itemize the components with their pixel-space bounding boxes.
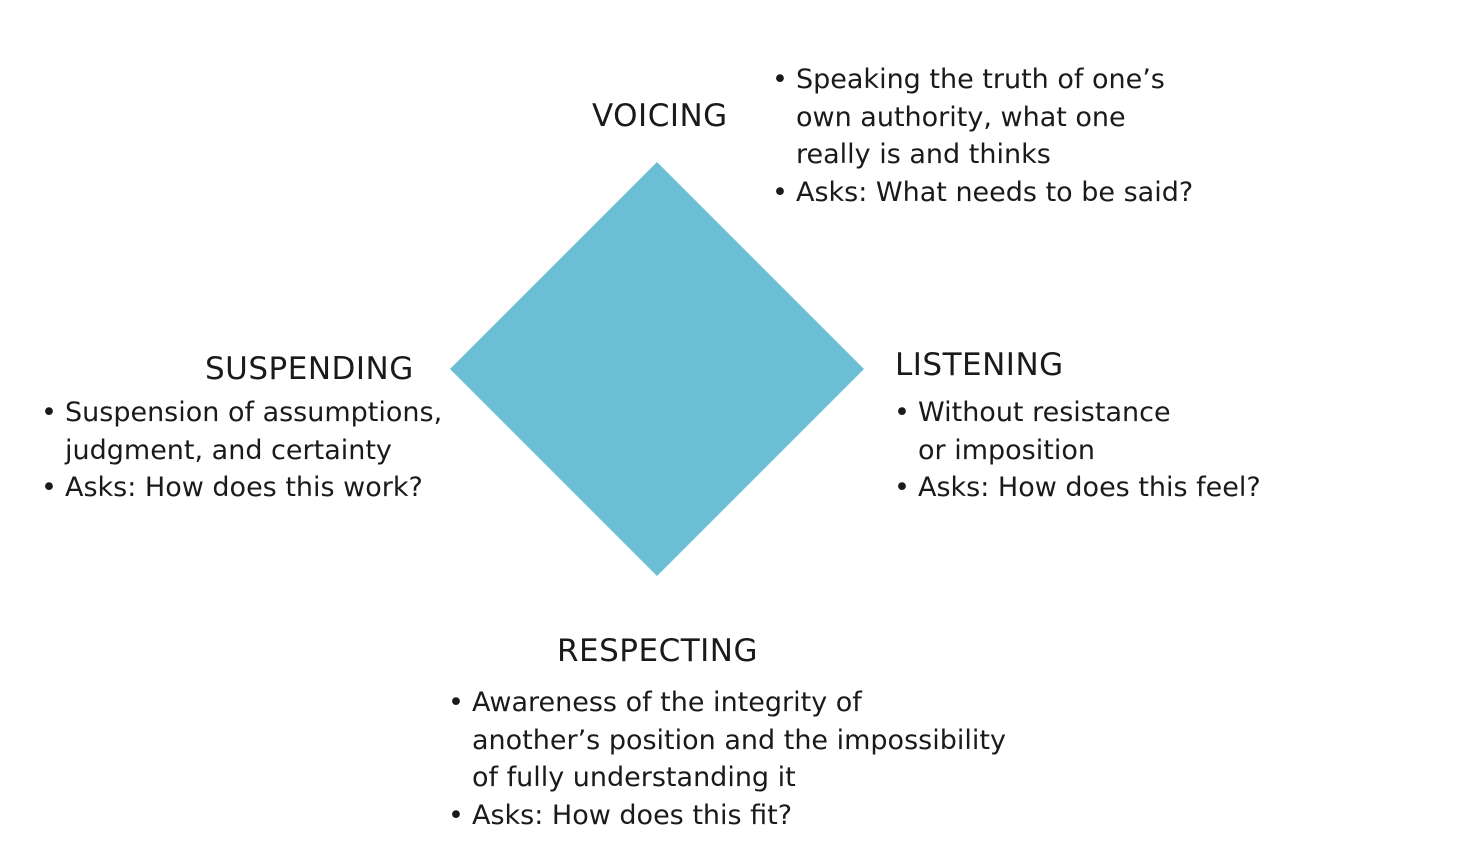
bullet-dot: • <box>448 799 464 831</box>
respecting-bullet-1: • Awareness of the integrity of another’… <box>448 684 1006 797</box>
respecting-bullet-2: • Asks: How does this fit? <box>448 797 1006 835</box>
listening-bullet-1: • Without resistance or imposition <box>894 394 1261 469</box>
suspending-bullet-2: • Asks: How does this work? <box>41 469 442 507</box>
bullet-dot: • <box>894 397 910 428</box>
respecting-bullet-1-line-2: another’s position and the impossibility <box>472 724 1006 756</box>
voicing-bullet-1-line-1: Speaking the truth of one’s <box>796 64 1165 95</box>
bullet-dot: • <box>41 397 57 428</box>
respecting-bullet-2-line-1: Asks: How does this fit? <box>472 799 793 831</box>
listening-description: • Without resistance or imposition • Ask… <box>894 394 1261 507</box>
voicing-bullet-1: • Speaking the truth of one’s own author… <box>772 61 1193 174</box>
respecting-description: • Awareness of the integrity of another’… <box>448 684 1006 834</box>
voicing-heading: VOICING <box>592 98 728 134</box>
suspending-heading: SUSPENDING <box>205 351 414 387</box>
listening-bullet-1-line-1: Without resistance <box>918 397 1171 428</box>
voicing-bullet-1-line-2: own authority, what one <box>796 101 1126 133</box>
center-diamond <box>450 162 864 576</box>
suspending-bullet-2-line-1: Asks: How does this work? <box>65 472 423 503</box>
suspending-bullet-1-line-2: judgment, and certainty <box>65 434 392 466</box>
bullet-dot: • <box>894 472 910 503</box>
bullet-dot: • <box>772 64 788 95</box>
respecting-bullet-1-line-3: of fully understanding it <box>472 762 796 793</box>
listening-heading: LISTENING <box>895 347 1064 383</box>
suspending-bullet-1-line-1: Suspension of assumptions, <box>65 397 443 428</box>
voicing-bullet-2: • Asks: What needs to be said? <box>772 174 1193 212</box>
voicing-description: • Speaking the truth of one’s own author… <box>772 61 1193 211</box>
voicing-bullet-1-line-3: really is and thinks <box>796 139 1051 170</box>
bullet-dot: • <box>772 176 788 208</box>
bullet-dot: • <box>41 472 57 503</box>
voicing-bullet-2-line-1: Asks: What needs to be said? <box>796 176 1194 208</box>
listening-bullet-2: • Asks: How does this feel? <box>894 469 1261 507</box>
suspending-description: • Suspension of assumptions, judgment, a… <box>41 394 442 507</box>
respecting-heading: RESPECTING <box>557 633 759 669</box>
listening-bullet-2-line-1: Asks: How does this feel? <box>918 472 1261 503</box>
suspending-bullet-1: • Suspension of assumptions, judgment, a… <box>41 394 442 469</box>
respecting-bullet-1-line-1: Awareness of the integrity of <box>472 687 862 718</box>
listening-bullet-1-line-2: or imposition <box>918 434 1095 466</box>
bullet-dot: • <box>448 687 464 718</box>
